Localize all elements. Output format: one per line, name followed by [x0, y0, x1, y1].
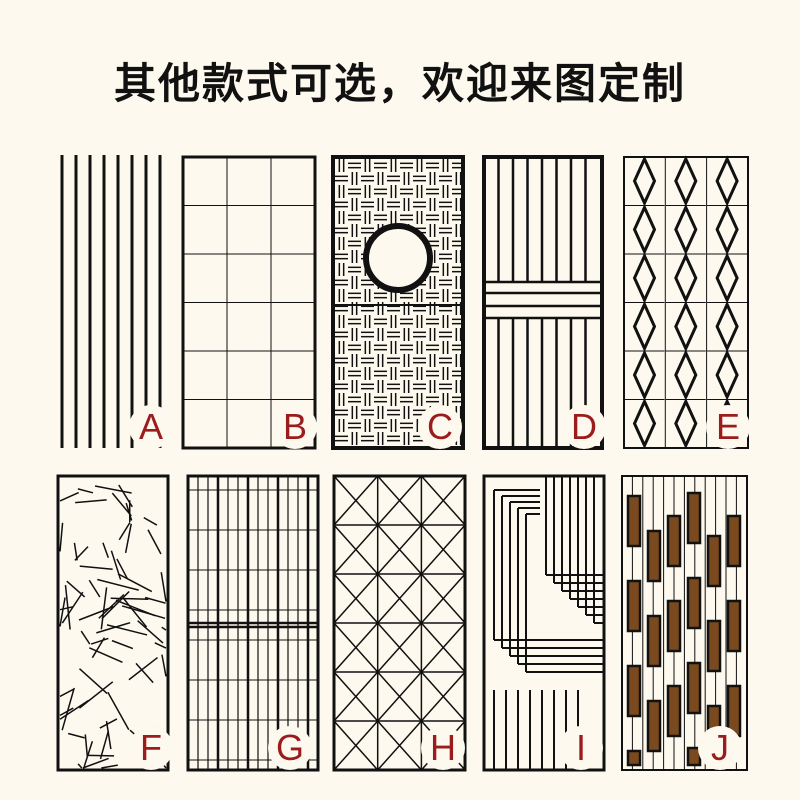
panel-label-g: G: [268, 726, 312, 770]
panel-label-f: F: [129, 726, 173, 770]
panel-d: [482, 155, 604, 450]
panel-e: [623, 155, 749, 450]
panel-c: [331, 155, 465, 450]
panel-label-e: E: [706, 405, 750, 449]
panel-label-i: I: [559, 726, 603, 770]
panel-h: [332, 474, 467, 772]
panel-j: [621, 475, 748, 771]
panel-label-h: H: [421, 726, 465, 770]
panel-a: [60, 155, 162, 448]
panel-label-j: J: [698, 726, 742, 770]
panel-i: [482, 474, 606, 772]
panel-label-b: B: [273, 405, 317, 449]
page-title: 其他款式可选，欢迎来图定制: [113, 59, 686, 108]
panel-label-a: A: [129, 405, 173, 449]
panel-g: [186, 474, 320, 772]
panel-label-d: D: [562, 405, 606, 449]
panel-label-c: C: [418, 405, 462, 449]
panel-f: [56, 474, 170, 772]
panel-b: [181, 155, 317, 450]
